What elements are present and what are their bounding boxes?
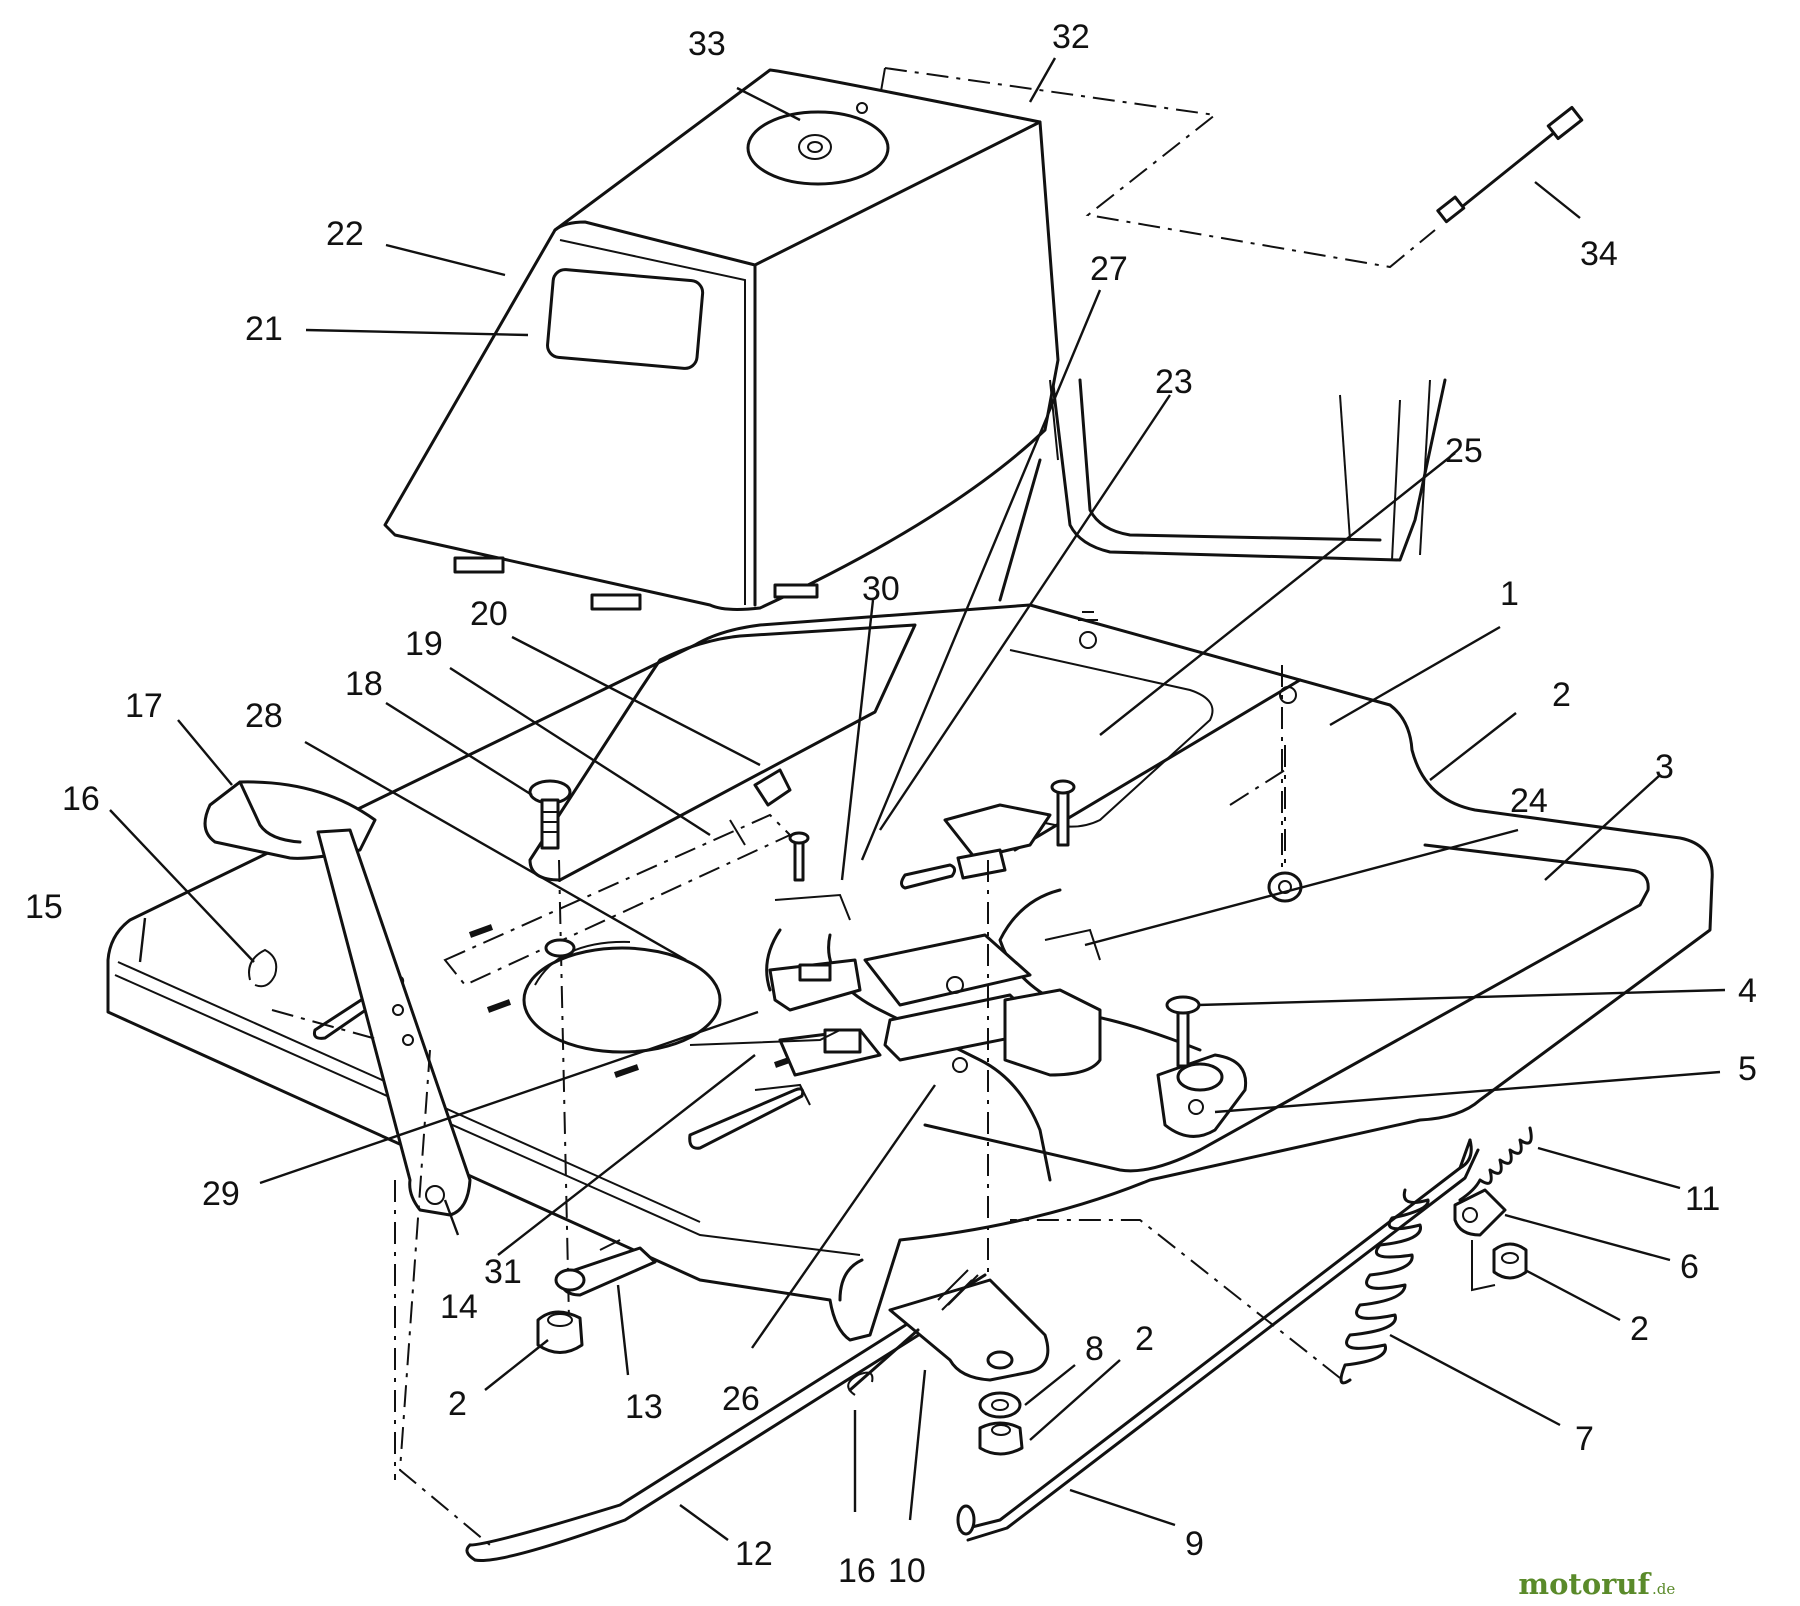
spring-11-link (1453, 1126, 1533, 1292)
guide-lines (1229, 745, 1286, 870)
decal-outline (879, 67, 1436, 269)
callout-19: 19 (405, 625, 443, 663)
callout-2-right-top: 2 (1552, 676, 1571, 714)
callout-17: 17 (125, 687, 163, 725)
rod-12 (465, 1273, 992, 1562)
callout-29: 29 (202, 1175, 240, 1213)
seat-switch-bracket (443, 768, 792, 987)
callout-23: 23 (1155, 363, 1193, 401)
callout-30: 30 (862, 570, 900, 608)
callout-11: 11 (1685, 1180, 1720, 1218)
callout-26: 26 (722, 1380, 760, 1418)
callout-15: 15 (25, 888, 63, 926)
callout-12: 12 (735, 1535, 773, 1573)
callout-31: 31 (484, 1253, 522, 1291)
callout-16-bottom: 16 (838, 1552, 876, 1590)
bracket-10 (847, 1269, 1050, 1396)
callout-27: 27 (1090, 250, 1128, 288)
seat (998, 358, 1447, 602)
callout-18: 18 (345, 665, 383, 703)
callout-20: 20 (470, 595, 508, 633)
callout-labels: 33 32 22 21 34 27 23 25 30 20 19 18 17 2… (25, 18, 1757, 1590)
callout-22: 22 (326, 215, 364, 253)
callout-2-center: 2 (1135, 1320, 1154, 1358)
callout-7: 7 (1575, 1420, 1594, 1458)
brake-arm (554, 1239, 657, 1297)
callout-25: 25 (1445, 432, 1483, 470)
callout-3: 3 (1655, 748, 1674, 786)
callout-28: 28 (245, 697, 283, 735)
watermark-logo: motoruf .de (1518, 1567, 1675, 1601)
callout-14: 14 (440, 1288, 478, 1326)
callout-6: 6 (1680, 1248, 1699, 1286)
floor-pan (106, 603, 1714, 1342)
watermark-brand: motoruf (1518, 1567, 1652, 1601)
washer-nut (978, 1391, 1024, 1456)
cable (1436, 105, 1584, 224)
callout-5: 5 (1738, 1050, 1757, 1088)
callout-24: 24 (1510, 782, 1548, 820)
callout-2-left: 2 (448, 1385, 467, 1423)
bolt-18 (528, 779, 584, 1354)
callout-16-top: 16 (62, 780, 100, 818)
watermark-tld: .de (1652, 1580, 1675, 1598)
callout-9: 9 (1185, 1525, 1204, 1563)
rod-9 (956, 1138, 1480, 1542)
callout-32: 32 (1052, 18, 1090, 56)
leader-lines (109, 57, 1726, 1541)
callout-4: 4 (1738, 972, 1757, 1010)
pedal-assembly (203, 780, 491, 1546)
callout-33: 33 (688, 25, 726, 63)
callout-1: 1 (1500, 575, 1519, 613)
callout-13: 13 (625, 1388, 663, 1426)
callout-21: 21 (245, 310, 283, 348)
spring-7 (1010, 1188, 1430, 1385)
callout-2-right-bottom: 2 (1630, 1310, 1649, 1348)
callout-10: 10 (888, 1552, 926, 1590)
hood-cover (383, 68, 1060, 611)
callout-8: 8 (1085, 1330, 1104, 1368)
switch-cluster (689, 779, 1076, 1370)
callout-34: 34 (1580, 235, 1618, 273)
